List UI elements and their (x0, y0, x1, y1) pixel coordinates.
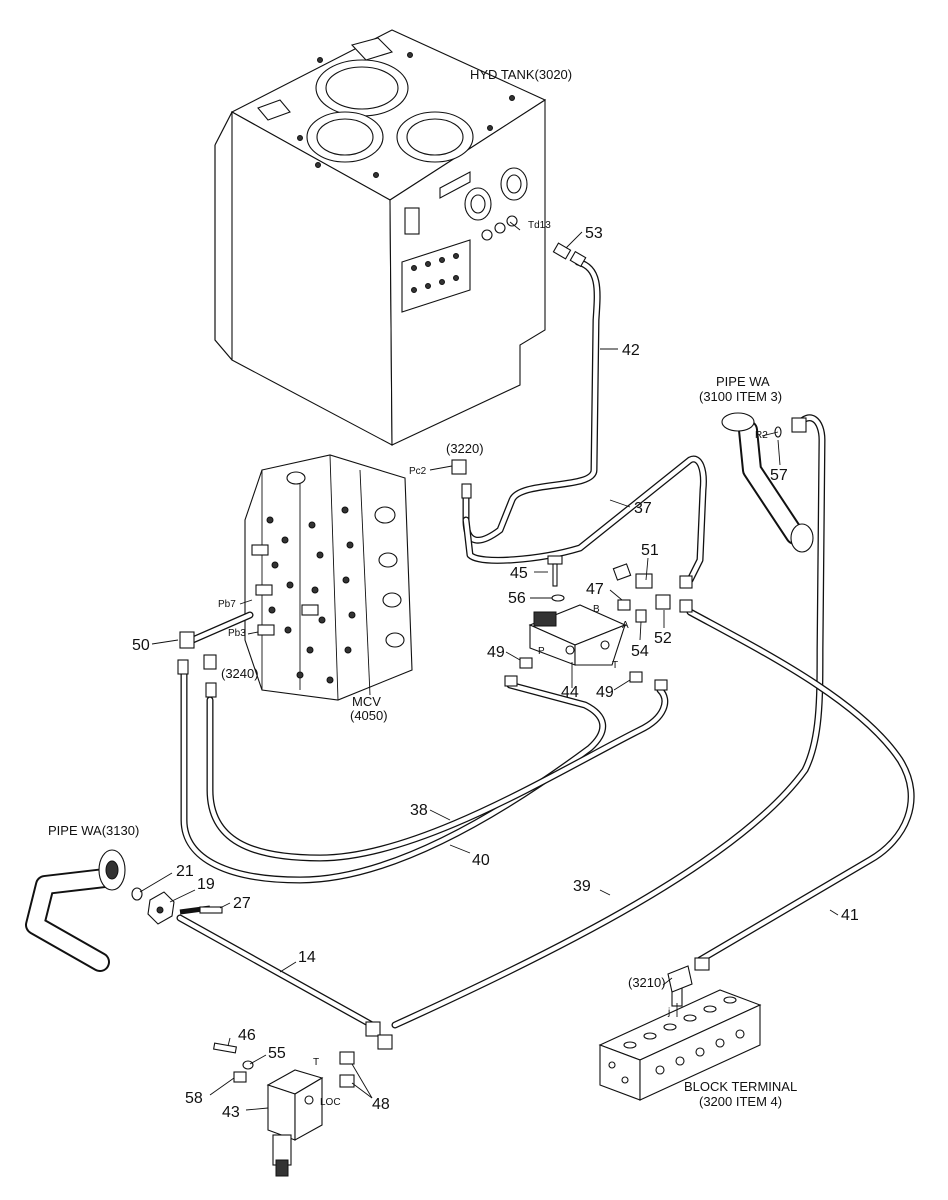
pipe-wa-left-label: PIPE WA(3130) (48, 823, 139, 838)
callout-52: 52 (654, 630, 672, 647)
callout-54: 54 (631, 643, 649, 660)
callout-41: 41 (841, 907, 859, 924)
hoses (176, 258, 915, 1029)
port-td13-label: Td13 (528, 220, 551, 231)
callout-45: 45 (510, 565, 528, 582)
ref-3240-label: (3240) (221, 666, 259, 681)
callout-53: 53 (585, 225, 603, 242)
callout-56: 56 (508, 590, 526, 607)
pipe-wa-top-item-label: (3100 ITEM 3) (699, 389, 782, 404)
port-pb7-label: Pb7 (218, 599, 236, 610)
callout-46: 46 (238, 1027, 256, 1044)
callout-58: 58 (185, 1090, 203, 1107)
pipe-wa-left (25, 849, 211, 972)
valve-block-43 (266, 1069, 324, 1177)
callout-57: 57 (770, 467, 788, 484)
callout-19: 19 (197, 876, 215, 893)
port-pb3-label: Pb3 (228, 628, 246, 639)
callout-42: 42 (622, 342, 640, 359)
valve-block-44 (528, 604, 627, 666)
callout-49-left: 49 (487, 644, 505, 661)
port-j-label: j (667, 1007, 670, 1018)
leader-lines (139, 221, 839, 1111)
port-pc2-label: Pc2 (409, 466, 427, 477)
callout-38: 38 (410, 802, 428, 819)
callout-14: 14 (298, 949, 316, 966)
callout-49-right: 49 (596, 684, 614, 701)
fittings (177, 242, 807, 1088)
callout-27: 27 (233, 895, 251, 912)
callout-51: 51 (641, 542, 659, 559)
callout-48: 48 (372, 1096, 390, 1113)
pipe-wa-top-label: PIPE WA (716, 374, 770, 389)
mcv-number-label: (4050) (350, 708, 388, 723)
block-terminal-label: BLOCK TERMINAL (684, 1079, 797, 1094)
callout-44: 44 (561, 684, 579, 701)
port-p-label: P (538, 646, 545, 657)
callout-50: 50 (132, 637, 150, 654)
callout-37: 37 (634, 500, 652, 517)
port-loc-label: LOC (320, 1097, 341, 1108)
callout-55: 55 (268, 1045, 286, 1062)
hyd-tank-label: HYD TANK(3020) (470, 67, 572, 82)
port-b-label: B (593, 604, 600, 615)
callout-43: 43 (222, 1104, 240, 1121)
mcv-label: MCV (352, 694, 381, 709)
callout-40: 40 (472, 852, 490, 869)
port-t-label: T (313, 1057, 319, 1068)
port-t-valve-label: T (612, 660, 618, 671)
callout-47: 47 (586, 581, 604, 598)
ref-3210-label: (3210) (628, 975, 666, 990)
callout-21: 21 (176, 863, 194, 880)
pipe-wa-top (721, 412, 814, 553)
callout-39: 39 (573, 878, 591, 895)
ref-3220-label: (3220) (446, 441, 484, 456)
hydraulic-tank (214, 29, 547, 446)
main-control-valve (244, 454, 413, 701)
block-terminal-item-label: (3200 ITEM 4) (699, 1094, 782, 1109)
block-terminal (598, 965, 762, 1101)
port-a-label: A (622, 620, 629, 631)
port-r2-label: R2 (755, 430, 768, 441)
